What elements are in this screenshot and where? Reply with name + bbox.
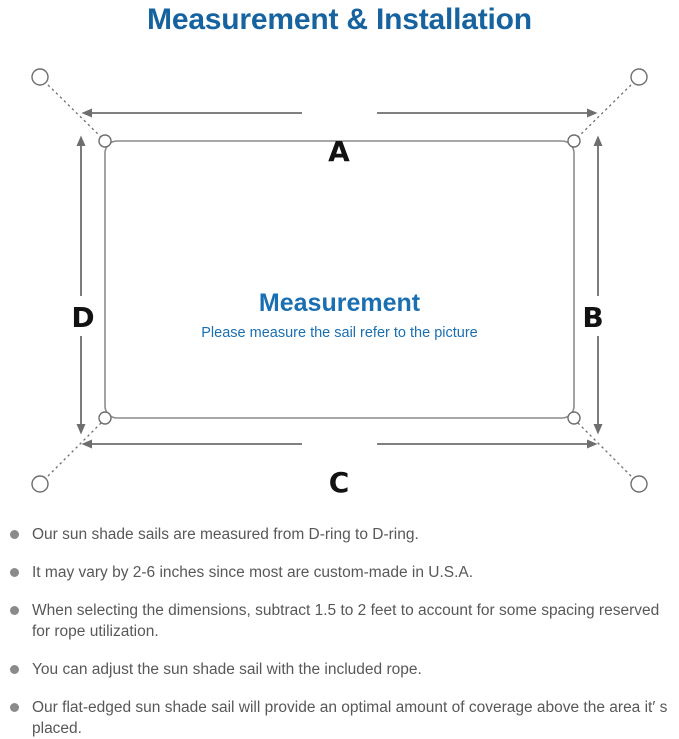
bottom-right-anchor-point [630,475,648,493]
sail-body [104,140,575,419]
note-text: It may vary by 2-6 inches since most are… [32,564,474,581]
list-item: You can adjust the sun shade sail with t… [0,659,679,680]
list-item: When selecting the dimensions, subtract … [0,600,679,642]
dimension-arrows [76,108,603,449]
note-text: You can adjust the sun shade sail with t… [32,661,422,678]
note-text: Our flat-edged sun shade sail will provi… [32,699,668,737]
bullet-icon [10,530,19,539]
diagram-svg [31,68,648,493]
diagram-center-heading: Measurement [258,289,421,317]
list-item: Our flat-edged sun shade sail will provi… [0,697,679,739]
top-left-d-ring [98,134,112,148]
rope-bottom-left [43,421,103,481]
bullet-icon [10,606,19,615]
list-item: Our sun shade sails are measured from D-… [0,524,679,545]
note-text: When selecting the dimensions, subtract … [32,602,660,640]
dimension-label-a: A [328,135,350,168]
measurement-diagram: A B C D Measurement Please measure the s… [0,46,679,516]
rope-bottom-right [576,421,636,481]
bullet-icon [10,703,19,712]
bottom-left-anchor-point [31,475,49,493]
bottom-left-d-ring [98,411,112,425]
top-right-d-ring [567,134,581,148]
top-left-anchor-point [31,68,49,86]
rope-top-right [576,80,636,139]
bullet-icon [10,665,19,674]
bottom-right-d-ring [567,411,581,425]
d-rings [98,134,581,425]
rope-top-left [43,80,103,139]
diagram-center-subtext: Please measure the sail refer to the pic… [201,325,478,341]
note-text: Our sun shade sails are measured from D-… [32,526,419,543]
dimension-label-c: C [328,466,350,499]
anchor-points [31,68,648,493]
list-item: It may vary by 2-6 inches since most are… [0,562,679,583]
top-right-anchor-point [630,68,648,86]
rope-lines [43,80,636,481]
notes-list: Our sun shade sails are measured from D-… [0,524,679,739]
dimension-label-b: B [582,301,604,334]
bullet-icon [10,568,19,577]
dimension-label-d: D [71,301,95,334]
page-title: Measurement & Installation [147,3,532,36]
